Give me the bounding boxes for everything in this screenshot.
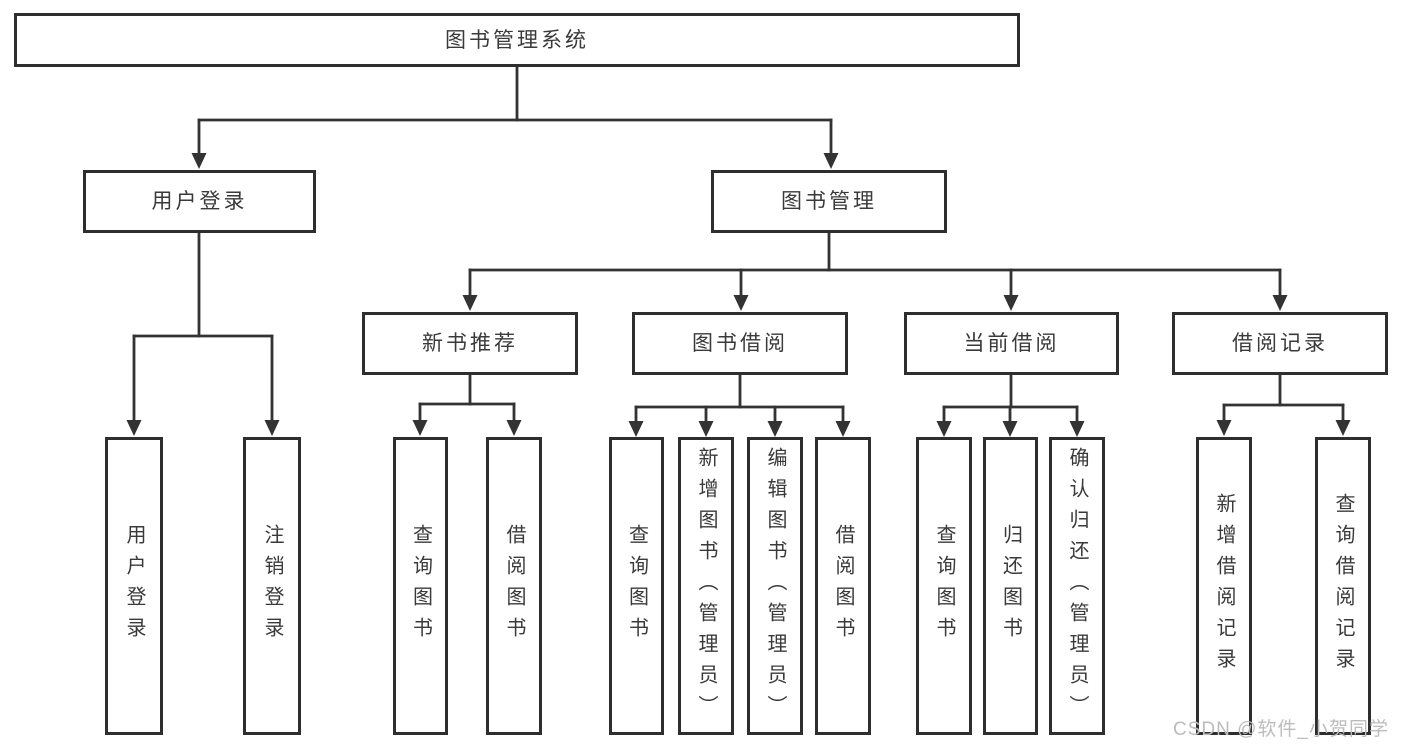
arrowhead (264, 420, 280, 436)
node-leaf-add-book-admin: 新增图书（管理员） (678, 437, 734, 735)
node-current-borrow: 当前借阅 (904, 312, 1119, 375)
node-leaf-confirm-return-admin: 确认归还（管理员） (1049, 437, 1105, 735)
connector-root-to-level2 (191, 64, 839, 169)
connector-new-book-recommend-to-children (412, 373, 522, 436)
node-leaf-user-login: 用户登录 (105, 437, 163, 735)
arrowhead (1069, 421, 1085, 437)
arrowhead (191, 153, 207, 169)
connector-book-borrow-to-children (628, 373, 851, 437)
arrowhead (506, 420, 522, 436)
node-leaf-query-books-3: 查询图书 (916, 437, 972, 735)
node-leaf-query-books-2: 查询图书 (609, 437, 664, 735)
arrowhead (1335, 420, 1351, 436)
node-leaf-borrow-books-1: 借阅图书 (486, 437, 542, 735)
connector-user-login-to-children (126, 230, 280, 436)
node-leaf-borrow-books-2: 借阅图书 (815, 437, 871, 735)
arrowhead (823, 153, 839, 169)
connector-book-management-to-level3 (462, 230, 1288, 311)
arrowhead (767, 421, 783, 437)
arrowhead (733, 295, 749, 311)
arrowhead (1003, 295, 1019, 311)
node-leaf-logout: 注销登录 (243, 437, 301, 735)
node-leaf-query-books-1: 查询图书 (393, 437, 448, 735)
csdn-watermark: CSDN @软件_小贺同学 (1173, 719, 1389, 740)
node-leaf-add-borrow-record: 新增借阅记录 (1196, 437, 1252, 735)
arrowhead (698, 421, 714, 437)
arrowhead (462, 295, 478, 311)
node-leaf-edit-book-admin: 编辑图书（管理员） (747, 437, 803, 735)
connector-current-borrow-to-children (936, 373, 1085, 437)
arrowhead (412, 420, 428, 436)
arrowhead (936, 421, 952, 437)
node-new-book-recommend: 新书推荐 (362, 312, 578, 375)
node-library-management-system: 图书管理系统 (14, 13, 1020, 67)
arrowhead (1002, 421, 1018, 437)
arrowhead (126, 420, 142, 436)
node-borrow-records: 借阅记录 (1172, 312, 1388, 375)
arrowhead (1216, 420, 1232, 436)
node-leaf-query-borrow-record: 查询借阅记录 (1315, 437, 1371, 735)
node-book-management: 图书管理 (711, 170, 947, 233)
node-user-login: 用户登录 (83, 170, 316, 233)
node-leaf-return-book: 归还图书 (983, 437, 1038, 735)
arrowhead (1272, 295, 1288, 311)
arrowhead (835, 421, 851, 437)
connector-borrow-records-to-children (1216, 373, 1351, 436)
node-book-borrow: 图书借阅 (632, 312, 848, 375)
arrowhead (628, 421, 644, 437)
